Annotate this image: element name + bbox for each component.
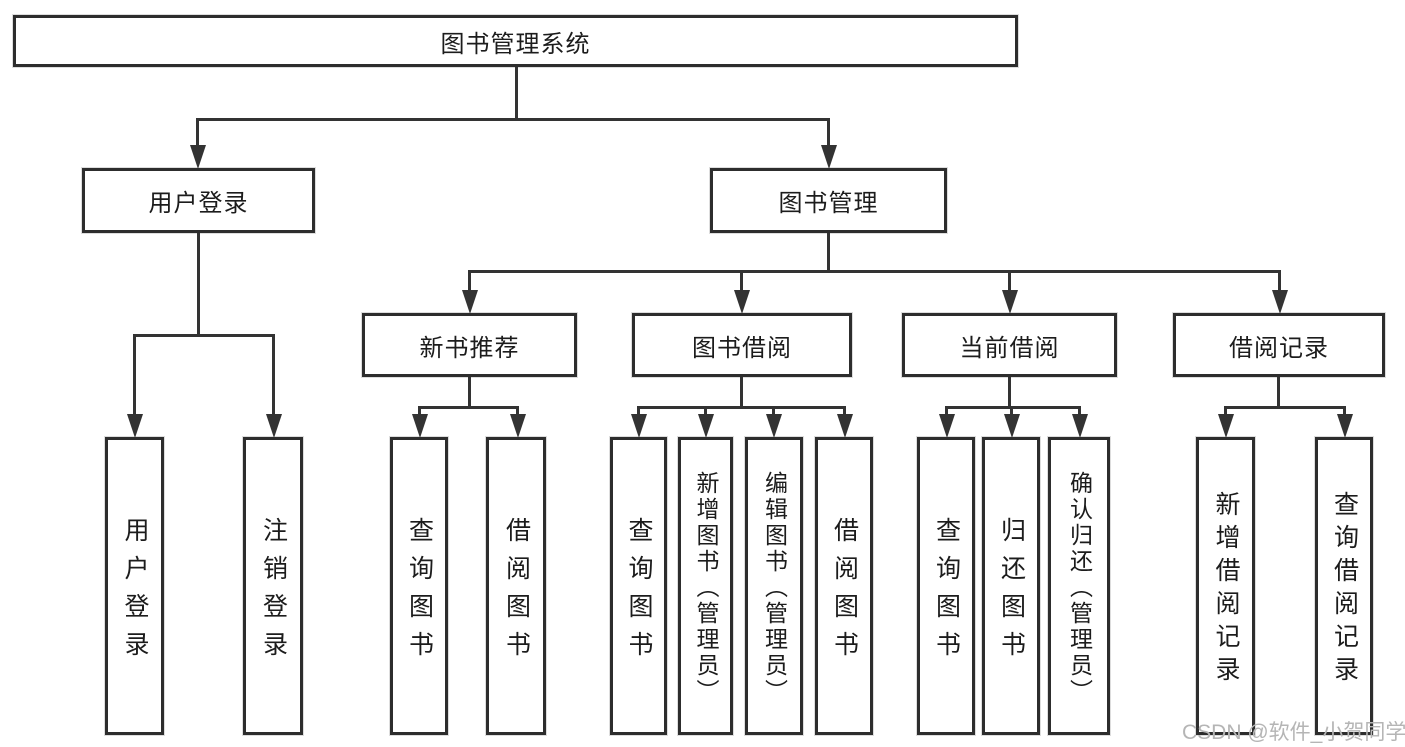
connector-drop-add-borrow-record [1224, 406, 1227, 415]
connector-drop-book-management [827, 118, 830, 146]
connector-drop-query-borrow-record [1343, 406, 1346, 415]
arrow-down-current-borrow [1002, 290, 1018, 314]
arrow-down-add-borrow-record [1218, 414, 1234, 438]
leaf-query-borrow-record-box: 查询借阅记录 [1315, 437, 1373, 735]
leaf-user-login-box: 用户登录 [105, 437, 164, 735]
connector-drop-borrow-records [1278, 270, 1281, 291]
leaf-borrow-books-box: 借阅图书 [815, 437, 873, 735]
node-borrow-records-box: 借阅记录 [1173, 313, 1385, 377]
connector-current-borrow-hline [945, 406, 1081, 409]
connector-book-borrow-hline [637, 406, 846, 409]
leaf-edit-books-admin-label: 编辑图书（管理员） [761, 470, 788, 705]
connector-drop-add-books-admin [704, 406, 707, 415]
arrow-down-leaf-logout [266, 414, 282, 438]
leaf-query-books-borrow-label: 查询图书 [625, 516, 653, 669]
connector-drop-new-book-recommend [468, 270, 471, 291]
node-user-login-box: 用户登录 [82, 168, 315, 233]
leaf-logout-label: 注销登录 [259, 516, 288, 669]
connector-book-management-hline [468, 270, 1281, 273]
leaf-query-books-current-label: 查询图书 [932, 516, 961, 669]
node-root-label: 图书管理系统 [440, 30, 591, 58]
connector-user-login-hline [133, 334, 275, 337]
connector-user-login-stub [197, 233, 200, 336]
leaf-query-books-recommend-label: 查询图书 [405, 516, 434, 669]
connector-book-borrow-stub [740, 377, 743, 408]
leaf-query-books-current-box: 查询图书 [917, 437, 975, 735]
leaf-add-books-admin-label: 新增图书（管理员） [693, 470, 719, 705]
arrow-down-confirm-return-admin [1072, 414, 1088, 438]
arrow-down-query-books-borrow [631, 414, 647, 438]
connector-book-management-stub [827, 233, 830, 272]
arrow-down-edit-books-admin [766, 414, 782, 438]
arrow-down-query-books-current [939, 414, 955, 438]
connector-borrow-records-stub [1277, 377, 1280, 408]
arrow-down-book-management [821, 145, 837, 169]
arrow-down-book-borrow [734, 290, 750, 314]
leaf-query-borrow-record-label: 查询借阅记录 [1330, 491, 1359, 689]
connector-drop-query-books-recommend [418, 406, 421, 415]
node-book-borrow-label: 图书借阅 [692, 334, 792, 362]
node-borrow-records-label: 借阅记录 [1229, 334, 1329, 362]
csdn-watermark: CSDN @软件_小贺同学 [1182, 721, 1405, 744]
connector-drop-current-borrow [1008, 270, 1011, 291]
arrow-down-query-books-recommend [412, 414, 428, 438]
arrow-down-new-book-recommend [462, 290, 478, 314]
leaf-return-books-box: 归还图书 [982, 437, 1040, 735]
leaf-edit-books-admin-box: 编辑图书（管理员） [745, 437, 803, 735]
leaf-borrow-books-recommend-label: 借阅图书 [502, 516, 531, 669]
connector-current-borrow-stub [1008, 377, 1011, 408]
leaf-add-books-admin-box: 新增图书（管理员） [678, 437, 733, 735]
node-book-management-label: 图书管理 [778, 190, 879, 217]
connector-drop-return-books [1010, 406, 1013, 415]
leaf-user-login-label: 用户登录 [121, 516, 149, 669]
node-book-borrow-box: 图书借阅 [632, 313, 852, 377]
arrow-down-borrow-books [837, 414, 853, 438]
connector-drop-book-borrow [740, 270, 743, 291]
leaf-query-books-recommend-box: 查询图书 [390, 437, 448, 735]
leaf-borrow-books-recommend-box: 借阅图书 [486, 437, 546, 735]
arrow-down-query-borrow-record [1337, 414, 1353, 438]
node-current-borrow-label: 当前借阅 [959, 334, 1060, 362]
node-root-box: 图书管理系统 [13, 15, 1018, 67]
arrow-down-add-books-admin [698, 414, 714, 438]
node-current-borrow-box: 当前借阅 [902, 313, 1117, 377]
leaf-add-borrow-record-box: 新增借阅记录 [1196, 437, 1255, 735]
connector-borrow-records-hline [1224, 406, 1346, 409]
arrow-down-borrow-records [1272, 290, 1288, 314]
connector-root-hline [196, 118, 830, 121]
connector-root-stub [515, 67, 518, 120]
leaf-borrow-books-label: 借阅图书 [830, 516, 859, 669]
arrow-down-leaf-user-login [127, 414, 143, 438]
connector-drop-borrow-books-recommend [516, 406, 519, 415]
node-new-book-recommend-box: 新书推荐 [362, 313, 577, 377]
leaf-confirm-return-admin-label: 确认归还（管理员） [1066, 470, 1093, 705]
node-user-login-label: 用户登录 [148, 190, 249, 217]
connector-drop-edit-books-admin [772, 406, 775, 415]
connector-drop-user-login [196, 118, 199, 146]
arrow-down-user-login [190, 145, 206, 169]
leaf-query-books-borrow-box: 查询图书 [610, 437, 667, 735]
arrow-down-borrow-books-recommend [510, 414, 526, 438]
connector-drop-query-books-current [945, 406, 948, 415]
connector-drop-confirm-return-admin [1078, 406, 1081, 415]
node-book-management-box: 图书管理 [710, 168, 947, 233]
arrow-down-return-books [1004, 414, 1020, 438]
leaf-return-books-label: 归还图书 [997, 516, 1026, 669]
leaf-add-borrow-record-label: 新增借阅记录 [1212, 491, 1240, 689]
leaf-logout-box: 注销登录 [243, 437, 303, 735]
connector-drop-query-books-borrow [637, 406, 640, 415]
connector-new-book-recommend-stub [468, 377, 471, 408]
node-new-book-recommend-label: 新书推荐 [419, 334, 520, 362]
connector-new-book-recommend-hline [418, 406, 519, 409]
connector-drop-leaf-logout [272, 334, 275, 415]
leaf-confirm-return-admin-box: 确认归还（管理员） [1048, 437, 1110, 735]
connector-drop-leaf-user-login [133, 334, 136, 415]
connector-drop-borrow-books [843, 406, 846, 415]
